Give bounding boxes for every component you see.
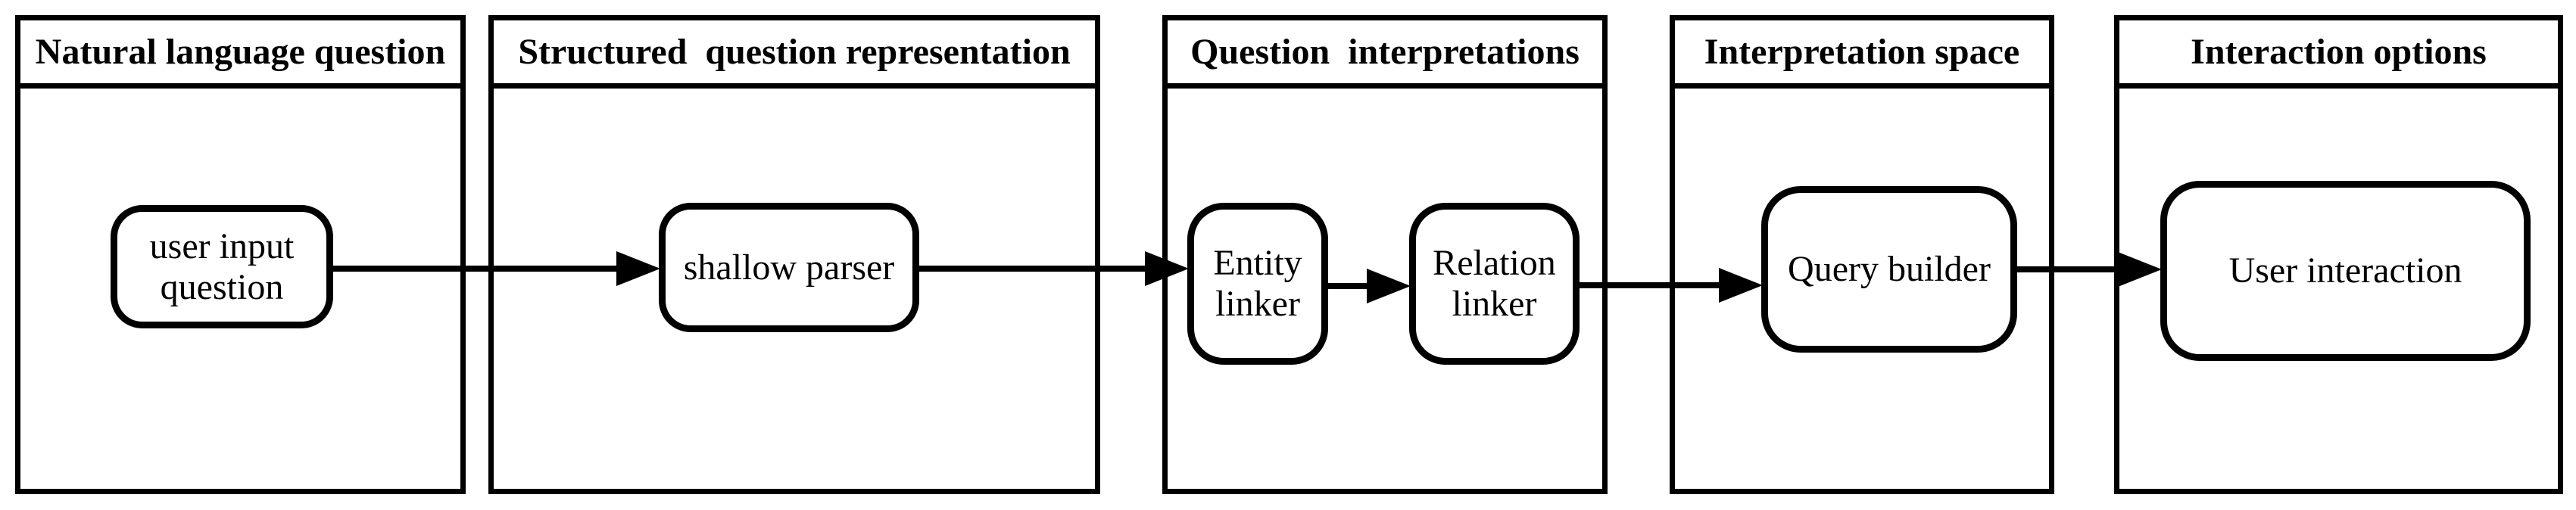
node-user-interaction: User interaction: [2160, 181, 2531, 361]
panel-title: Structured question representation: [494, 20, 1095, 89]
node-label: shallow parser: [683, 247, 895, 288]
node-label: Query builder: [1788, 249, 1991, 290]
arrow-line: [1578, 282, 1722, 288]
node-label: user input question: [149, 225, 295, 307]
arrow-line: [2016, 266, 2121, 272]
panel-title: Interpretation space: [1675, 20, 2049, 89]
node-user-input-question: user input question: [111, 205, 333, 328]
arrowhead-icon: [1367, 269, 1411, 303]
arrow-line: [332, 266, 621, 272]
panel-structured-question-representation: Structured question representation: [488, 15, 1100, 494]
node-label: User interaction: [2228, 250, 2462, 291]
panel-question-interpretations: Question interpretations: [1162, 15, 1608, 494]
arrowhead-icon: [1145, 251, 1189, 286]
arrow-line: [1327, 283, 1371, 289]
node-entity-linker: Entity linker: [1187, 203, 1328, 365]
arrowhead-icon: [1719, 268, 1763, 303]
node-label: Entity linker: [1213, 243, 1302, 324]
node-label: Relation linker: [1433, 243, 1556, 324]
node-shallow-parser: shallow parser: [659, 203, 919, 332]
panel-natural-language-question: Natural language question: [15, 15, 466, 494]
arrowhead-icon: [616, 251, 660, 286]
panel-title: Interaction options: [2119, 20, 2558, 89]
panel-title: Natural language question: [20, 20, 460, 89]
node-query-builder: Query builder: [1761, 186, 2017, 353]
node-relation-linker: Relation linker: [1409, 203, 1580, 365]
arrowhead-icon: [2118, 252, 2162, 287]
arrow-line: [918, 266, 1148, 272]
panel-title: Question interpretations: [1168, 20, 1602, 89]
